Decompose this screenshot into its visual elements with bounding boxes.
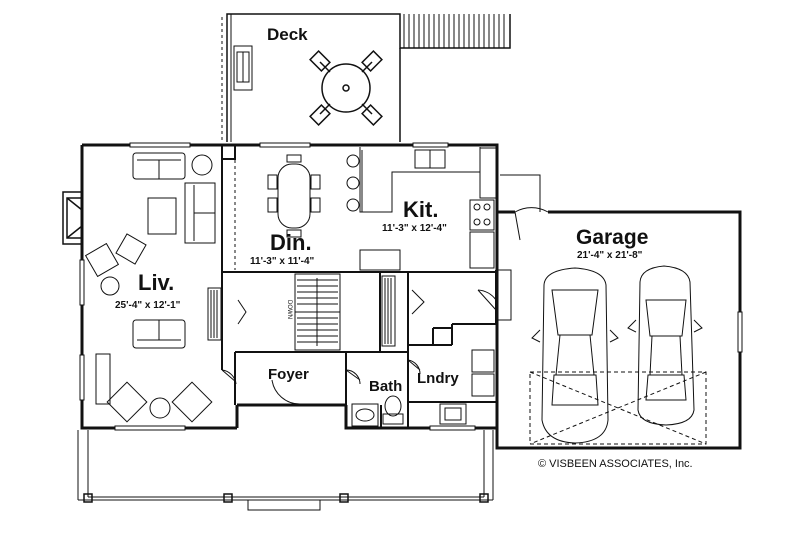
garage-label: Garage (576, 226, 649, 249)
front-porch (77, 430, 494, 511)
main-stairs (294, 273, 341, 351)
stair-label: DOWN (286, 300, 292, 319)
dining-label: Din. (270, 230, 312, 255)
grill (233, 45, 253, 91)
copyright-text: © VISBEEN ASSOCIATES, Inc. (538, 458, 693, 470)
laundry-fixtures (439, 349, 495, 425)
living-label: Liv. (138, 270, 175, 295)
doors (221, 289, 497, 405)
deck-stairs (403, 14, 505, 48)
kitchen-fixtures (346, 147, 497, 271)
laundry-label: Lndry (417, 370, 459, 387)
bath-fixtures (351, 395, 404, 427)
kitchen-dims: 11'-3" x 12'-4" (382, 223, 447, 234)
windows (79, 142, 476, 431)
closet-shelving (207, 275, 396, 347)
interior-walls (221, 144, 497, 428)
dining-dims: 11'-3" x 11'-4" (250, 256, 315, 267)
dashed-lines (221, 15, 236, 270)
deck-area (226, 13, 511, 142)
garage-dims: 21'-4" x 21'-8" (577, 250, 643, 261)
living-dims: 25'-4" x 12'-1" (115, 300, 181, 311)
deck-label: Deck (267, 25, 308, 44)
fireplace (62, 191, 83, 245)
foyer-label: Foyer (268, 366, 309, 383)
bath-label: Bath (369, 378, 403, 395)
dining-table (267, 154, 321, 238)
car-left (531, 267, 619, 444)
garage-walls (495, 174, 743, 450)
patio-table (309, 50, 383, 126)
living-furniture (84, 152, 216, 423)
car-right (627, 265, 703, 426)
kitchen-label: Kit. (403, 197, 439, 222)
